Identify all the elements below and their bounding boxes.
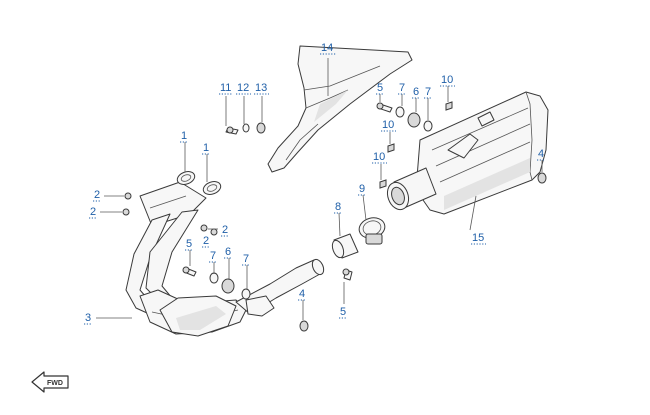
callouts: 14 11 12 13 5 7 6 7 10 10 10 1 1 2 2 2 2… <box>84 42 545 325</box>
hardware <box>122 101 547 332</box>
callout-6-upper: 6 <box>413 86 419 98</box>
forward-label: FWD <box>47 380 63 387</box>
leader-lines <box>96 58 543 320</box>
callout-11: 11 <box>220 82 231 94</box>
callout-7-upper-a: 7 <box>399 82 405 94</box>
callout-5-upper: 5 <box>377 82 383 94</box>
callout-14: 14 <box>321 42 333 54</box>
sleeve-gasket <box>331 233 359 259</box>
callout-10-top: 10 <box>441 74 453 86</box>
muffler <box>386 91 549 215</box>
callout-13: 13 <box>255 82 267 94</box>
callout-15: 15 <box>472 232 484 244</box>
callout-8: 8 <box>335 201 341 213</box>
callout-2-a: 2 <box>94 189 100 201</box>
callout-2-d: 2 <box>203 235 209 247</box>
callout-10-mid: 10 <box>382 119 394 131</box>
callout-7-lower-a: 7 <box>210 250 216 262</box>
callout-5-lower-right: 5 <box>340 306 346 318</box>
callout-4-right: 4 <box>538 148 544 160</box>
callout-12: 12 <box>237 82 249 94</box>
callout-2-c: 2 <box>222 224 228 236</box>
callout-2-b: 2 <box>90 206 96 218</box>
callout-9: 9 <box>359 183 365 195</box>
gasket-ring-left <box>176 171 196 185</box>
forward-arrow-badge: FWD <box>31 371 69 393</box>
header-pipe-assembly <box>125 181 325 337</box>
callout-1-left: 1 <box>181 130 187 142</box>
pipe-clamp <box>358 217 386 245</box>
callout-1-right: 1 <box>203 142 209 154</box>
callout-7-lower-b: 7 <box>243 253 249 265</box>
callout-6-lower: 6 <box>225 246 231 258</box>
forward-arrow-icon <box>31 371 69 393</box>
callout-4-lower: 4 <box>299 288 305 300</box>
heat-shield <box>267 45 413 173</box>
callout-10-low: 10 <box>373 151 385 163</box>
gasket-ring-right <box>202 181 222 195</box>
callout-5-lower-left: 5 <box>186 238 192 250</box>
callout-3: 3 <box>85 312 91 324</box>
callout-7-upper-b: 7 <box>425 86 431 98</box>
